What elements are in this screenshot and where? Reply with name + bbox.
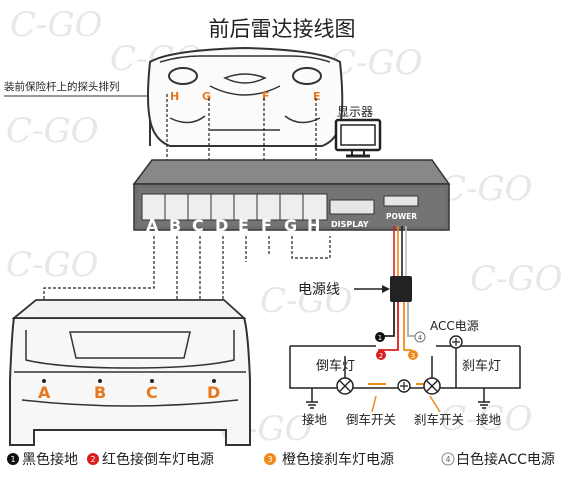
port-a: A bbox=[146, 216, 159, 235]
display-label: 显示器 bbox=[337, 105, 373, 119]
legend-num-2: 2 bbox=[90, 455, 95, 464]
brake-switch-label: 刹车开关 bbox=[414, 412, 464, 427]
watermark-4: C-GO bbox=[440, 169, 533, 209]
port-f: F bbox=[261, 216, 272, 235]
brake-lamp-label: 刹车灯 bbox=[462, 358, 501, 374]
watermarks: C-GO C-GO C-GO C-GO C-GO C-GO C-GO C-GO … bbox=[6, 5, 563, 449]
front-sensor-e: E bbox=[313, 90, 321, 103]
legend: 1 黑色接地 2 红色接倒车灯电源 3 橙色接刹车灯电源 4 白色接ACC电源 bbox=[7, 451, 555, 468]
acc-plus-icon bbox=[452, 338, 460, 346]
power-port: POWER bbox=[386, 212, 417, 221]
front-sensor-h: H bbox=[170, 90, 179, 103]
front-note: 装前保险杆上的探头排列 bbox=[4, 80, 120, 93]
legend-num-1: 1 bbox=[10, 455, 15, 464]
rear-sensor-d: D bbox=[207, 383, 220, 402]
watermark-7: C-GO bbox=[260, 281, 353, 321]
power-cable-label: 电源线 bbox=[298, 282, 340, 298]
power-cable bbox=[393, 226, 407, 276]
rear-sensor-c: C bbox=[146, 383, 158, 402]
port-d: D bbox=[215, 216, 228, 235]
watermark-5: C-GO bbox=[6, 111, 99, 151]
ground-right-icon bbox=[478, 401, 490, 409]
legend-swatch-1 bbox=[7, 453, 19, 465]
watermark-3: C-GO bbox=[330, 43, 423, 83]
port-g: G bbox=[284, 216, 297, 235]
badge-1: 1 bbox=[378, 334, 382, 342]
brake-switch-pointer bbox=[429, 395, 441, 413]
port-h: H bbox=[307, 216, 320, 235]
legend-num-3: 3 bbox=[267, 455, 272, 464]
rear-sensor-dots bbox=[42, 379, 216, 383]
legend-swatch-3 bbox=[264, 453, 276, 465]
front-sensor-labels: H G F E bbox=[170, 90, 321, 103]
display-unit: 显示器 bbox=[334, 105, 382, 158]
rear-sensor-a: A bbox=[38, 383, 51, 402]
power-wires bbox=[378, 302, 418, 351]
badge-4: 4 bbox=[418, 334, 423, 342]
legend-text-4: 白色接ACC电源 bbox=[456, 451, 555, 468]
watermark-8: C-GO bbox=[470, 259, 563, 299]
reverse-lamp-label: 倒车灯 bbox=[316, 358, 355, 374]
legend-num-4: 4 bbox=[445, 455, 450, 464]
display-port: DISPLAY bbox=[331, 220, 369, 229]
ground-left-label: 接地 bbox=[302, 412, 328, 427]
badge-3: 3 bbox=[411, 352, 415, 360]
connector-port-labels: A B C D E F G H DISPLAY POWER bbox=[146, 212, 417, 235]
brake-lamp-icon bbox=[423, 377, 441, 395]
reverse-switch-pointer bbox=[371, 395, 377, 413]
reverse-lamp-icon bbox=[336, 377, 354, 395]
reverse-switch-label: 倒车开关 bbox=[346, 412, 396, 427]
port-b: B bbox=[169, 216, 181, 235]
rear-car bbox=[9, 299, 251, 446]
ground-right-label: 接地 bbox=[476, 412, 502, 427]
connector-ports bbox=[141, 193, 419, 221]
source-plus-icon bbox=[400, 382, 408, 390]
watermark-6: C-GO bbox=[6, 245, 99, 285]
wire-number-badges: 1 2 3 4 bbox=[375, 331, 426, 360]
rear-sensor-labels: A B C D bbox=[38, 383, 220, 402]
legend-swatch-2 bbox=[87, 453, 99, 465]
legend-text-2: 红色接倒车灯电源 bbox=[102, 451, 214, 468]
legend-swatch-4 bbox=[441, 452, 455, 466]
legend-text-3: 橙色接刹车灯电源 bbox=[282, 451, 394, 468]
front-sensor-f: F bbox=[262, 90, 270, 103]
front-sensor-g: G bbox=[202, 90, 211, 103]
diagram-title: 前后雷达接线图 bbox=[209, 17, 356, 41]
legend-text-1: 黑色接地 bbox=[22, 451, 78, 468]
badge-2: 2 bbox=[379, 352, 383, 360]
watermark-1: C-GO bbox=[10, 5, 103, 45]
port-c: C bbox=[192, 216, 204, 235]
rear-sensor-b: B bbox=[94, 383, 106, 402]
power-cable-plug bbox=[390, 276, 412, 302]
ground-left-icon bbox=[306, 401, 318, 409]
acc-label: ACC电源 bbox=[430, 319, 479, 333]
power-cable-arrowhead bbox=[382, 285, 390, 293]
port-e: E bbox=[238, 216, 249, 235]
